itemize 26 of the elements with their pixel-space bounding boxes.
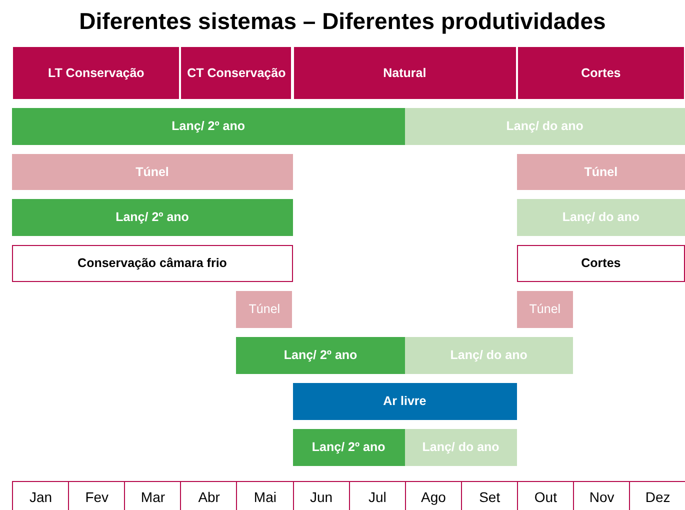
schedule-bar: Lanç/ 2º ano [12, 199, 292, 236]
month-cell: Mar [124, 481, 182, 510]
month-cell: Fev [68, 481, 126, 510]
schedule-bar: Lanç/ do ano [516, 199, 685, 236]
schedule-bar: Cortes [516, 245, 685, 282]
header-cell: Natural [292, 46, 517, 100]
schedule-bar: Lanç/ 2º ano [292, 429, 405, 466]
schedule-bar: Lanç/ 2º ano [236, 337, 405, 374]
month-cell: Jan [12, 481, 70, 510]
month-cell: Dez [629, 481, 685, 510]
schedule-bar: Ar livre [292, 383, 517, 420]
header-cell: LT Conservação [12, 46, 180, 100]
header-cell: Cortes [516, 46, 685, 100]
month-cell: Mai [236, 481, 294, 510]
schedule-bar: Lanç/ do ano [404, 337, 573, 374]
schedule-bar: Conservação câmara frio [12, 245, 292, 282]
schedule-bar: Túnel [516, 291, 573, 328]
diagram-title: Diferentes sistemas – Diferentes produtividades [78, 8, 607, 35]
schedule-bar: Lanç/ do ano [404, 429, 517, 466]
schedule-bar: Lanç/ do ano [404, 108, 685, 145]
schedule-bar: Túnel [516, 154, 685, 190]
schedule-bar: Lanç/ 2º ano [12, 108, 405, 145]
month-cell: Abr [180, 481, 238, 510]
schedule-bar: Túnel [12, 154, 292, 190]
schedule-bar: Túnel [236, 291, 292, 328]
header-cell: CT Conservação [180, 46, 292, 100]
